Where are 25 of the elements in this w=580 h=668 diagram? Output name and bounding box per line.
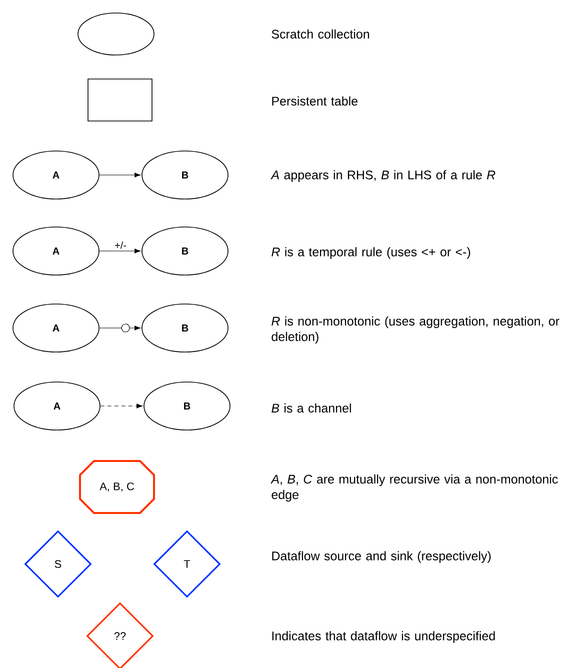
octagon-node: A, B, C	[79, 460, 155, 514]
ellipse-node: B	[144, 382, 230, 430]
legend-text: R is non-monotonic (uses aggregation, negation, or deletion)	[272, 316, 560, 344]
legend-text: Persistent table	[272, 96, 358, 106]
ellipse-node: A	[14, 382, 100, 430]
legend-text: R is a temporal rule (uses <+ or <-)	[272, 247, 470, 259]
ellipse-node: A	[12, 226, 100, 276]
arrow	[99, 172, 141, 178]
edge-label: +/-	[115, 241, 126, 249]
ellipse	[78, 12, 154, 56]
legend-text: A, B, C are mutually recursive via a non-monotonic edge	[270, 474, 558, 502]
legend-text: Indicates that dataflow is underspecified	[272, 631, 495, 643]
legend-text: Scratch collection	[272, 29, 370, 39]
arrow	[99, 248, 141, 254]
legend-text: B is a channel	[272, 403, 351, 413]
ellipse-node: A	[12, 304, 100, 352]
rectangle-box	[88, 78, 152, 122]
legend-text: A appears in RHS, B in LHS of a rule R	[270, 170, 496, 182]
ellipse-node: A	[12, 150, 100, 200]
arrow	[100, 404, 143, 408]
ellipse-node: B	[142, 226, 228, 276]
legend-text: Dataflow source and sink (respectively)	[272, 551, 491, 563]
ellipse-node: B	[142, 304, 228, 352]
arrow	[99, 324, 141, 332]
ellipse-node: B	[142, 150, 228, 200]
